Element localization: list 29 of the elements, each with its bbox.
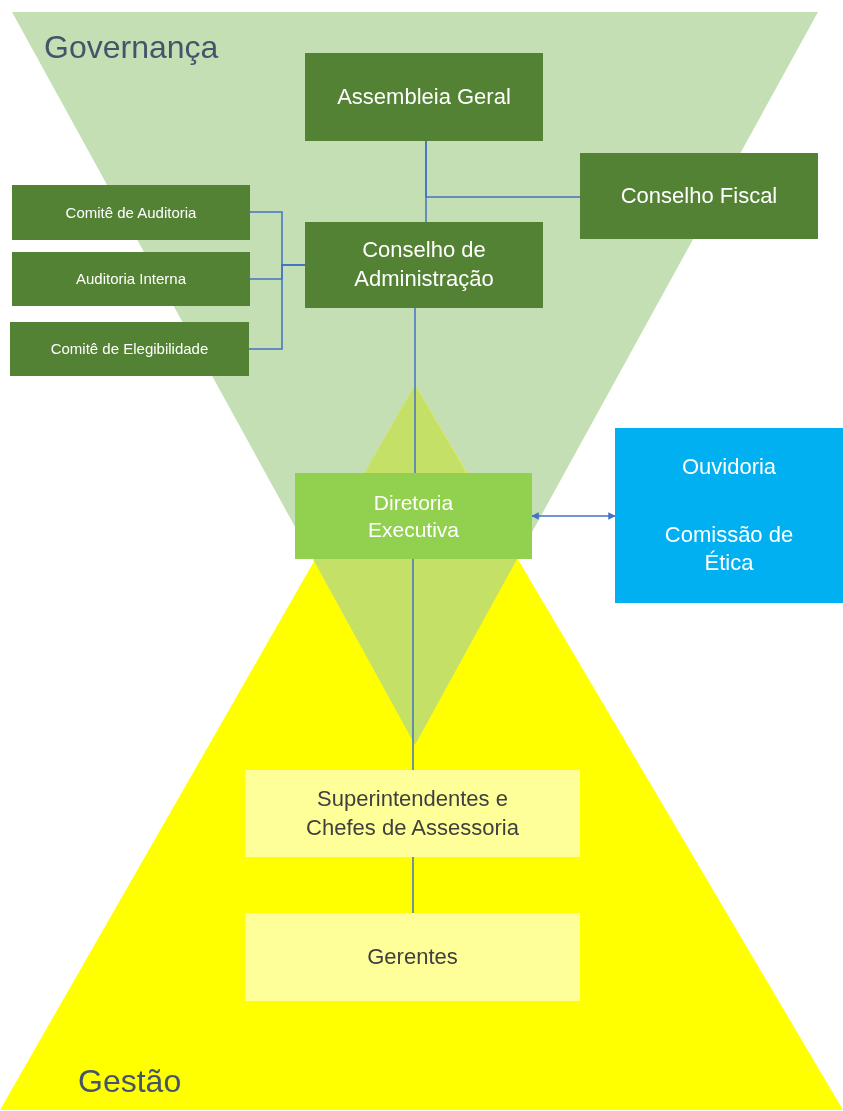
box-label: Comitê de Elegibilidade — [50, 339, 209, 359]
org-box — [10, 322, 249, 376]
org-box — [245, 770, 580, 857]
box-label: Assembleia Geral — [337, 82, 511, 111]
org-box — [245, 913, 580, 1001]
org-box — [295, 473, 532, 559]
box-label: Comissão de Ética — [663, 520, 795, 578]
org-box — [580, 153, 818, 239]
org-box — [12, 185, 250, 240]
org-box — [615, 428, 843, 603]
box-label: Diretoria Executiva — [366, 489, 460, 543]
box-label: Gerentes — [367, 942, 458, 971]
section-title: Governança — [44, 28, 219, 67]
double-arrow — [531, 512, 616, 520]
connector-line — [248, 264, 306, 350]
connector-line — [412, 558, 414, 771]
box-label: Comitê de Auditoria — [65, 202, 197, 223]
box-label: Ouvidoria — [681, 453, 777, 482]
connector-line — [414, 307, 416, 474]
box-label: Conselho de Administração — [353, 236, 495, 293]
section-title: Gestão — [78, 1062, 182, 1101]
connector-line — [412, 856, 414, 914]
connector-line — [425, 140, 581, 198]
box-label: Superintendentes e Chefes de Assessoria — [305, 784, 520, 842]
box-label: Auditoria Interna — [75, 269, 187, 289]
box-label: Conselho Fiscal — [620, 181, 778, 210]
org-box — [305, 222, 543, 308]
org-box — [12, 252, 250, 306]
org-box — [305, 53, 543, 141]
